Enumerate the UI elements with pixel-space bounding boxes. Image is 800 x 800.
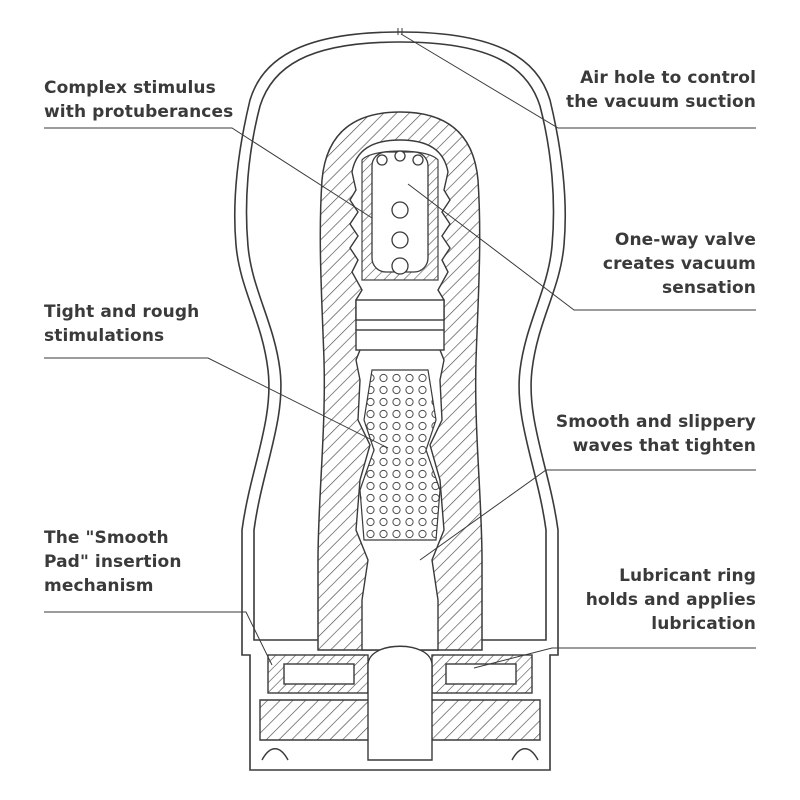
- valve-plates: [355, 299, 445, 351]
- label-line: mechanism: [44, 576, 154, 596]
- insertion-opening: [367, 645, 433, 761]
- label-line: stimulations: [44, 326, 165, 346]
- label-line: Tight and rough: [44, 302, 200, 322]
- callout-lines: [44, 33, 756, 669]
- label-line: the vacuum suction: [566, 92, 756, 112]
- label-complex-stimulus: Complex stimulus with protuberances: [44, 76, 233, 124]
- base-mechanism: [259, 645, 541, 761]
- label-line: waves that tighten: [572, 436, 756, 456]
- label-line: Lubricant ring: [619, 566, 756, 586]
- label-line: creates vacuum: [602, 254, 756, 274]
- label-line: Air hole to control: [580, 68, 756, 88]
- dotted-texture: [359, 369, 441, 541]
- label-line: with protuberances: [44, 102, 234, 122]
- valve-holes: [371, 150, 429, 275]
- label-smooth-waves: Smooth and slippery waves that tighten: [556, 410, 756, 458]
- label-line: sensation: [662, 278, 756, 298]
- label-one-way-valve: One-way valve creates vacuum sensation: [603, 228, 756, 300]
- label-lubricant-ring: Lubricant ring holds and applies lubrica…: [586, 564, 756, 636]
- label-line: Pad" insertion: [44, 552, 182, 572]
- label-line: lubrication: [651, 614, 756, 634]
- label-line: The "Smooth: [44, 528, 169, 548]
- outer-shell: [233, 31, 567, 771]
- label-smooth-pad: The "Smooth Pad" insertion mechanism: [44, 526, 182, 598]
- label-line: holds and applies: [585, 590, 756, 610]
- label-line: One-way valve: [614, 230, 756, 250]
- label-line: Complex stimulus: [44, 78, 216, 98]
- label-tight-rough: Tight and rough stimulations: [44, 300, 199, 348]
- label-air-hole: Air hole to control the vacuum suction: [566, 66, 756, 114]
- label-line: Smooth and slippery: [555, 412, 756, 432]
